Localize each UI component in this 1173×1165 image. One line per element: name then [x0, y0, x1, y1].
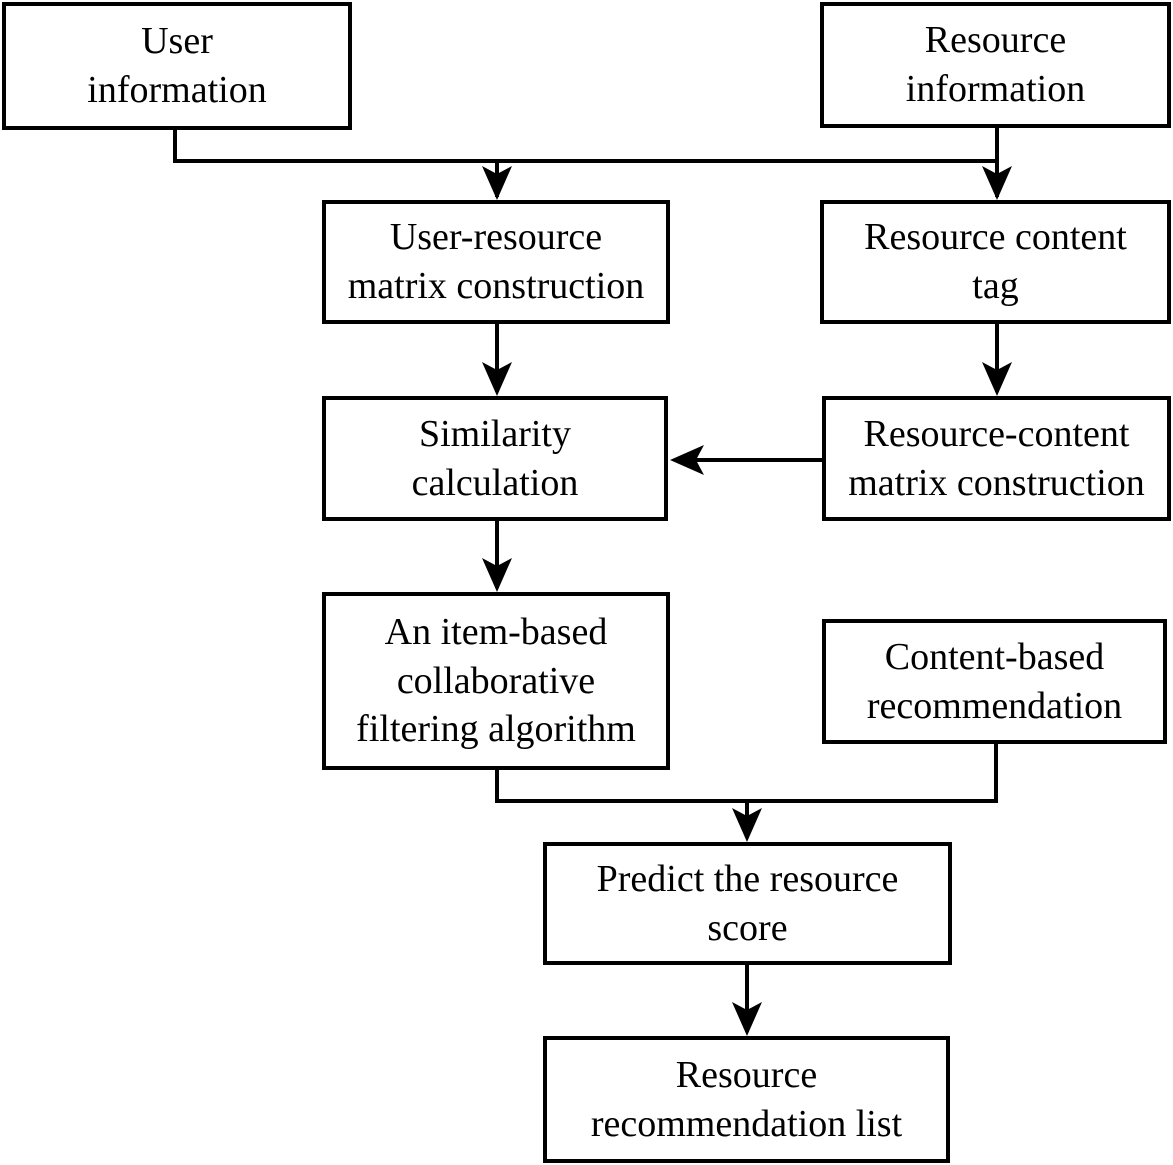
node-content-based-recommendation: Content-based recommendation — [822, 619, 1167, 744]
node-label: User-resource matrix construction — [347, 216, 645, 307]
edge-matrix-to-similarity — [482, 324, 512, 396]
wire — [173, 126, 997, 163]
arrowhead-down-icon — [982, 166, 1012, 200]
node-resource-content-tag: Resource content tag — [820, 200, 1171, 324]
edge-rc-matrix-to-similarity — [670, 445, 822, 475]
node-label: Predict the resource score — [596, 857, 899, 949]
edge-inputs-to-bus — [173, 126, 1012, 200]
node-resource-information: Resource information — [820, 2, 1171, 128]
edge-similarity-to-cf — [482, 521, 512, 592]
node-item-based-collaborative-filtering: An item-based collaborative filtering al… — [322, 592, 670, 770]
node-user-resource-matrix-construction: User-resource matrix construction — [322, 200, 670, 324]
node-predict-resource-score: Predict the resource score — [543, 842, 952, 965]
node-label: User information — [87, 20, 267, 111]
node-label: Resource-content matrix construction — [848, 412, 1145, 504]
node-resource-recommendation-list: Resource recommendation list — [543, 1036, 950, 1163]
node-label: Resource content tag — [864, 216, 1127, 307]
edge-predict-to-list — [732, 965, 762, 1036]
arrowhead-down-icon — [482, 166, 512, 200]
node-label: Content-based recommendation — [866, 635, 1123, 727]
arrowhead-down-icon — [732, 808, 762, 842]
edge-tag-to-rc-matrix — [982, 324, 1012, 396]
node-user-information: User information — [2, 2, 352, 130]
node-label: Resource information — [905, 19, 1086, 110]
arrowhead-down-icon — [482, 558, 512, 592]
node-similarity-calculation: Similarity calculation — [322, 396, 668, 521]
node-resource-content-matrix-construction: Resource-content matrix construction — [822, 396, 1171, 521]
node-label: Resource recommendation list — [590, 1053, 903, 1145]
edge-merge-to-predict — [495, 744, 998, 842]
node-label: An item-based collaborative filtering al… — [356, 611, 636, 751]
arrowhead-down-icon — [482, 362, 512, 396]
node-label: Similarity calculation — [411, 412, 579, 504]
arrowhead-down-icon — [732, 1002, 762, 1036]
arrowhead-down-icon — [982, 362, 1012, 396]
arrowhead-left-icon — [670, 445, 704, 475]
